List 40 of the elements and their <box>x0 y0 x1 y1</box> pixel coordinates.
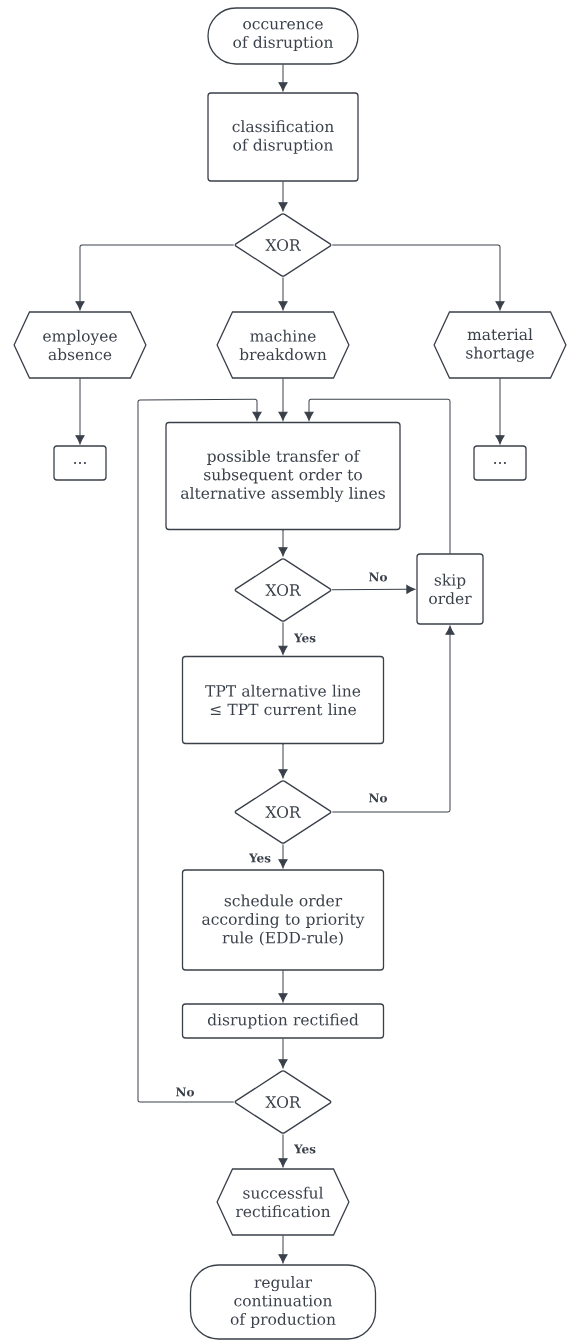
arrow <box>278 181 288 212</box>
event-hexagon: material shortage <box>433 311 567 379</box>
edge-label: No <box>174 1086 196 1098</box>
arrow <box>278 277 288 311</box>
arrow <box>278 1134 288 1168</box>
terminal-box: regular continuation of production <box>189 1264 377 1340</box>
edge-label: Yes <box>293 632 317 644</box>
arrow <box>278 970 288 1003</box>
process-box: ... <box>53 445 107 481</box>
process-box: disruption rectified <box>181 1003 385 1039</box>
edge-label: Yes <box>293 1143 317 1155</box>
arrow <box>495 378 505 445</box>
process-box: TPT alternative line ≤ TPT current line <box>181 655 385 745</box>
process-box: classification of disruption <box>207 92 359 182</box>
arrow <box>278 1235 288 1264</box>
arrow <box>137 398 262 1103</box>
process-box: skip order <box>416 553 484 625</box>
event-hexagon: machine breakdown <box>216 311 350 379</box>
process-box: possible transfer of subsequent order to alternative assembly lines <box>165 421 401 531</box>
arrow <box>278 1038 288 1069</box>
process-box: schedule order according to priority rule (EDD-rule) <box>181 869 385 971</box>
process-box: ... <box>473 445 527 481</box>
event-hexagon: employee absence <box>13 311 147 379</box>
arrow <box>304 398 451 554</box>
arrow <box>278 64 288 92</box>
edge-label: Yes <box>248 852 272 864</box>
event-hexagon: successful rectification <box>216 1168 350 1236</box>
edge-label: No <box>367 792 389 804</box>
arrow <box>75 244 234 311</box>
terminal-box: occurence of disruption <box>207 7 359 65</box>
arrow <box>278 529 288 557</box>
arrow <box>331 584 416 594</box>
arrow <box>332 625 455 813</box>
arrow <box>278 622 288 655</box>
arrow <box>278 378 288 421</box>
arrow <box>75 378 85 445</box>
edge-label: No <box>367 571 389 583</box>
arrow <box>278 844 288 869</box>
arrow <box>332 244 505 311</box>
arrow <box>278 743 288 779</box>
